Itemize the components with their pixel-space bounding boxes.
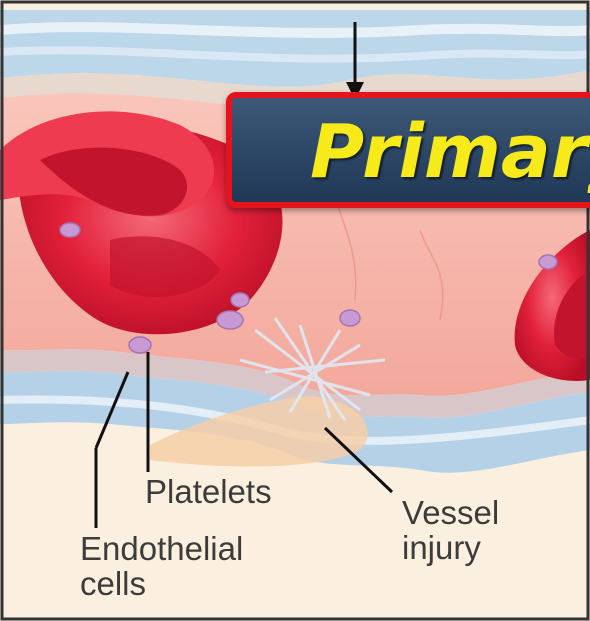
label-vessel: Vessel xyxy=(402,495,499,531)
label-injury: injury xyxy=(402,530,481,566)
label-endothelial: Endothelial xyxy=(80,531,243,567)
title-banner: Primary xyxy=(226,92,590,208)
banner-title: Primary xyxy=(310,104,590,200)
label-cells: cells xyxy=(80,566,146,602)
label-platelets: Platelets xyxy=(145,474,272,510)
